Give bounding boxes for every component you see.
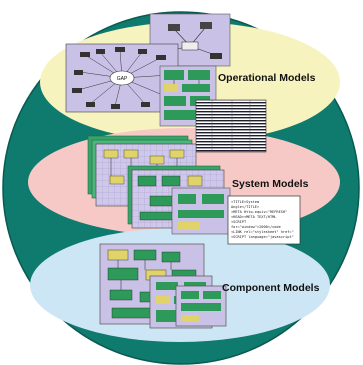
code-line: <HEAD><META TEXT/HTML: [231, 215, 276, 219]
code-line: <TITLE>System: [231, 200, 259, 204]
code-line: Angle</TITLE>: [231, 205, 260, 209]
code-line: for="window">2000</code: [231, 225, 281, 229]
code-document: [227, 195, 301, 245]
operational-models-label: Operational Models: [218, 72, 316, 84]
op-table: [195, 99, 267, 153]
system-models-label: System Models: [232, 178, 309, 190]
operational-document-stack: GAP: [65, 13, 267, 153]
code-line: <LINK rel="stylesheet" href=": [231, 230, 294, 234]
hub-spoke-graphic: GAP: [72, 47, 175, 109]
component-diagram-3: [181, 291, 221, 322]
system-document-stack: <TITLE>System Angle</TITLE> <META Http-e…: [87, 135, 301, 245]
code-line: <SCRIPT: [231, 220, 247, 224]
system-diagram-3: [178, 194, 224, 230]
component-models-label: Component Models: [222, 282, 320, 294]
code-line: <SCRIPT language="javascript": [231, 235, 294, 239]
code-line: <META Http-equiv="REFRESH": [231, 210, 287, 214]
code-lines: <TITLE>System Angle</TITLE> <META Http-e…: [231, 200, 294, 239]
hub-label: GAP: [117, 76, 128, 82]
component-document-stack: [99, 243, 227, 329]
